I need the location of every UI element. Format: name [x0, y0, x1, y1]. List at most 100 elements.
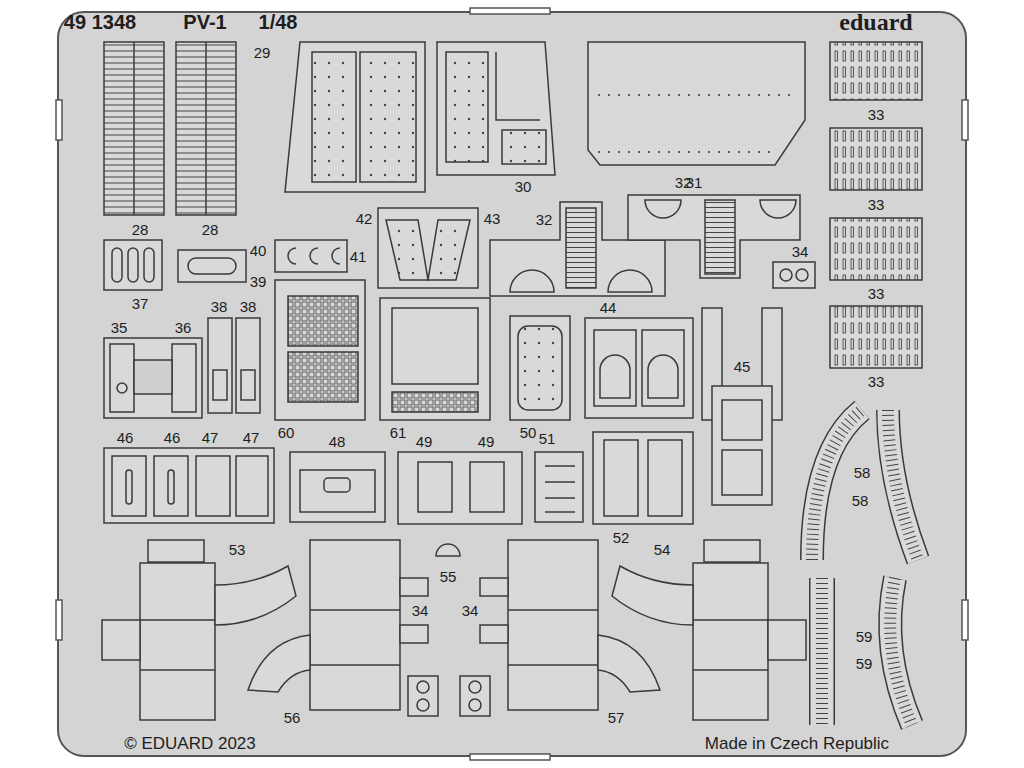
pill [144, 248, 154, 282]
plate [604, 440, 638, 516]
body-inner [722, 400, 762, 440]
slot [126, 470, 132, 504]
small-part [460, 676, 490, 716]
panel-line [140, 669, 215, 671]
tab [148, 540, 204, 562]
floor-part [480, 540, 806, 720]
part-number: 48 [329, 434, 346, 449]
curved-arm [215, 566, 296, 625]
part-number: 42 [356, 211, 373, 226]
fret-notch [962, 100, 968, 140]
bracket [172, 344, 196, 412]
grille [830, 128, 922, 190]
strip-teeth [816, 578, 828, 725]
small-part [104, 240, 162, 290]
panel [275, 280, 365, 420]
plate [300, 470, 375, 512]
part-number: 58 [852, 493, 869, 508]
part-number: 28 [132, 222, 149, 237]
part-number: 45 [734, 359, 751, 374]
part-number: 59 [856, 629, 873, 644]
part-number: 49 [478, 434, 495, 449]
dial [417, 681, 429, 693]
strip [890, 578, 912, 725]
lever [545, 481, 575, 483]
curved-arm [248, 635, 310, 692]
part-number: 38 [240, 299, 257, 314]
tab [704, 540, 760, 562]
small-part [290, 452, 385, 522]
gauge [436, 544, 460, 556]
door-inner [502, 130, 546, 164]
mesh [288, 296, 358, 346]
panel-line [205, 42, 207, 215]
footer-text: © EDUARD 2023 [124, 735, 256, 752]
part-number: 56 [284, 710, 301, 725]
panel-inner [518, 326, 562, 410]
part-number: 60 [278, 425, 295, 440]
floor-plate [310, 540, 400, 710]
detail [241, 370, 255, 400]
part-number: 37 [132, 296, 149, 311]
tab [480, 578, 508, 596]
strip [811, 578, 834, 725]
part-number: 41 [350, 249, 367, 264]
curved-arm [612, 566, 693, 625]
panel-line [693, 619, 768, 621]
panel-line [310, 664, 400, 666]
body-inner [722, 450, 762, 495]
slot [324, 478, 350, 492]
floor-plate [508, 540, 598, 710]
panel [585, 318, 693, 418]
part-number: 54 [654, 542, 671, 557]
dial [417, 699, 429, 711]
oval [188, 258, 236, 274]
strip-edge [809, 578, 835, 725]
fret-notch [470, 754, 550, 760]
panel [380, 298, 490, 420]
hole [117, 383, 127, 393]
small-part [178, 250, 246, 282]
ladder [705, 200, 735, 274]
tab [400, 578, 428, 596]
strip-edge [812, 410, 862, 560]
grille [830, 218, 922, 280]
body [712, 386, 772, 505]
fret-notch [962, 600, 968, 640]
part-number: 43 [484, 211, 501, 226]
strip [812, 410, 862, 560]
plate [112, 456, 146, 516]
lever [545, 511, 575, 513]
door-inner [312, 52, 356, 182]
part-number: 29 [254, 45, 271, 60]
part-number: 33 [868, 286, 885, 301]
part-number: 55 [440, 569, 457, 584]
door-inner [360, 52, 416, 182]
small-part [773, 262, 815, 288]
door-panel [285, 42, 425, 192]
part-number: 32 [675, 175, 692, 190]
panel [510, 316, 570, 420]
strip-teeth [812, 410, 862, 560]
part-number: 49 [416, 434, 433, 449]
curved-arm [598, 635, 660, 692]
part-number: 40 [250, 243, 267, 258]
small-part [275, 240, 347, 272]
strip-teeth [890, 578, 912, 725]
small-part [236, 318, 260, 413]
part-number: 32 [536, 212, 553, 227]
arch [510, 270, 652, 292]
panel-line [133, 42, 135, 215]
part-number: 34 [412, 603, 429, 618]
part-number: 34 [462, 603, 479, 618]
slat-panel [176, 42, 236, 215]
tab [400, 625, 428, 643]
bracket [386, 220, 428, 280]
slat-panel [104, 42, 164, 215]
part-number: 47 [202, 430, 219, 445]
part-number: 57 [608, 710, 625, 725]
part-number: 33 [868, 107, 885, 122]
dial [780, 269, 792, 281]
part-number: 39 [250, 274, 267, 289]
